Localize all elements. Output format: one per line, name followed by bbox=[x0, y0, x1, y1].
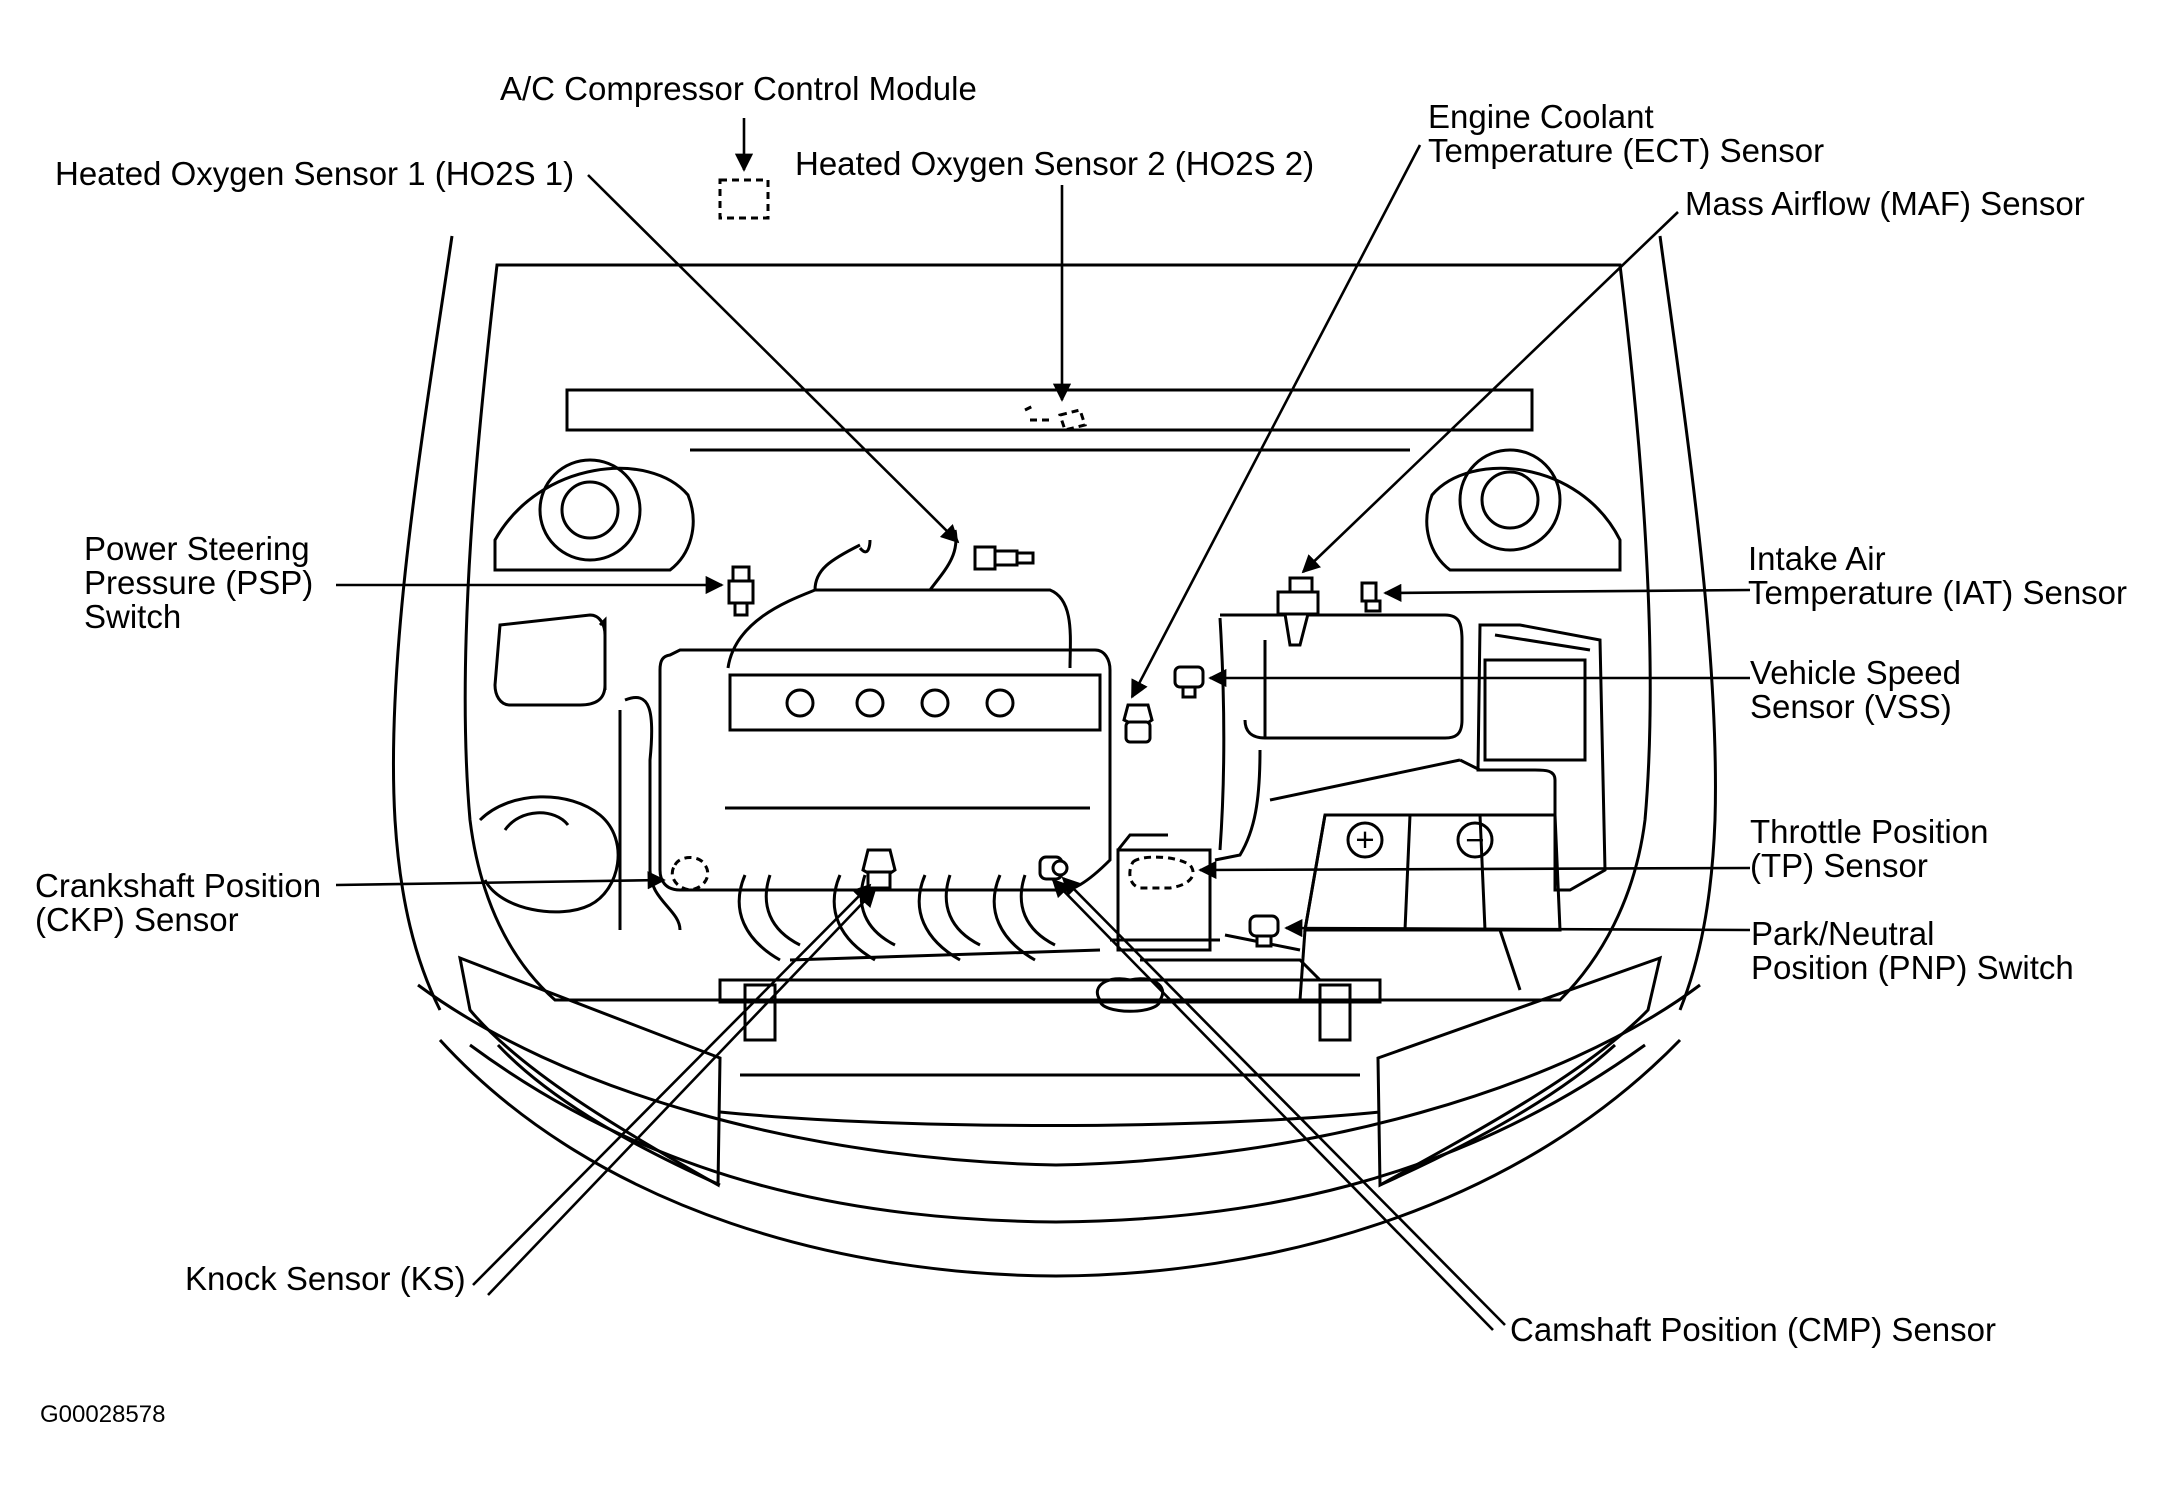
ect-sensor-symbol bbox=[1122, 703, 1154, 744]
psp-switch-symbol bbox=[727, 565, 755, 617]
left-strut-tower bbox=[493, 458, 695, 572]
air-cleaner-housing bbox=[1218, 613, 1464, 851]
left-headlight-detail bbox=[496, 1043, 721, 1187]
radiator-support bbox=[718, 958, 1382, 1042]
label-ac-module: A/C Compressor Control Module bbox=[500, 70, 977, 107]
label-psp-line2: Pressure (PSP) bbox=[84, 564, 313, 601]
label-vss-line1: Vehicle Speed bbox=[1750, 654, 1961, 691]
ect-leader bbox=[1130, 144, 1422, 699]
iat-sensor-symbol bbox=[1360, 581, 1382, 613]
cmp-sensor-symbol bbox=[1038, 855, 1069, 881]
label-vss-line2: Sensor (VSS) bbox=[1750, 688, 1952, 725]
label-ks: Knock Sensor (KS) bbox=[185, 1260, 466, 1297]
iat-leader bbox=[1383, 583, 1751, 602]
ckp-leader bbox=[335, 871, 666, 890]
ks-leader-b bbox=[487, 888, 877, 1296]
label-ect-line2: Temperature (ECT) Sensor bbox=[1428, 132, 1824, 169]
tp-leader bbox=[1198, 860, 1751, 880]
fuse-relay-box bbox=[1269, 623, 1607, 892]
right-fender-line bbox=[1658, 235, 1717, 1011]
ho2s1-sensor-symbol bbox=[973, 545, 1035, 571]
ho2s1-leader bbox=[587, 174, 960, 544]
label-ckp-line2: (CKP) Sensor bbox=[35, 901, 239, 938]
left-fluid-reservoir bbox=[478, 613, 682, 931]
cmp-leader-b bbox=[1051, 878, 1494, 1331]
left-headlight bbox=[458, 955, 722, 1188]
label-maf: Mass Airflow (MAF) Sensor bbox=[1685, 185, 2085, 222]
engine-compartment-outline bbox=[463, 263, 1652, 1002]
labels: A/C Compressor Control Module Heated Oxy… bbox=[35, 70, 2127, 1428]
ckp-sensor-symbol bbox=[670, 856, 710, 892]
maf-leader bbox=[1301, 211, 1679, 574]
cowl-box bbox=[565, 388, 1534, 432]
right-strut-tower bbox=[1425, 448, 1622, 572]
label-cmp: Camshaft Position (CMP) Sensor bbox=[1510, 1311, 1996, 1348]
battery-positive-symbol: + bbox=[1355, 821, 1374, 858]
engine-block bbox=[658, 529, 1112, 962]
battery-positive-terminal bbox=[1346, 821, 1384, 859]
label-iat-line2: Temperature (IAT) Sensor bbox=[1748, 574, 2127, 611]
ho2s2-sensor-symbol bbox=[1024, 403, 1087, 432]
right-headlight-detail bbox=[1379, 1043, 1617, 1187]
knock-sensor-symbol bbox=[861, 848, 897, 890]
ac-compressor-control-module-symbol bbox=[718, 178, 770, 220]
battery-negative-symbol: − bbox=[1465, 821, 1484, 858]
label-pnp-line2: Position (PNP) Switch bbox=[1751, 949, 2074, 986]
tp-sensor-symbol bbox=[1128, 855, 1195, 890]
label-tp-line2: (TP) Sensor bbox=[1750, 847, 1928, 884]
bumper-top-curve bbox=[417, 983, 1701, 1167]
label-ckp-line1: Crankshaft Position bbox=[35, 867, 321, 904]
label-psp-line3: Switch bbox=[84, 598, 181, 635]
label-ho2s1: Heated Oxygen Sensor 1 (HO2S 1) bbox=[55, 155, 574, 192]
radiator-cap bbox=[1096, 977, 1164, 1013]
cmp-leader-a bbox=[1061, 876, 1506, 1326]
vss-sensor-symbol bbox=[1173, 665, 1205, 699]
label-ect-line1: Engine Coolant bbox=[1428, 98, 1654, 135]
bumper-mid-curve bbox=[469, 1043, 1646, 1224]
ks-leader-a bbox=[472, 883, 872, 1286]
figure-code: G00028578 bbox=[40, 1401, 165, 1428]
bumper-lower-curve bbox=[438, 1038, 1682, 1278]
label-ho2s2: Heated Oxygen Sensor 2 (HO2S 2) bbox=[795, 145, 1314, 182]
leader-lines bbox=[335, 118, 1751, 1331]
valve-cover bbox=[728, 673, 1102, 732]
label-psp-line1: Power Steering bbox=[84, 530, 310, 567]
label-iat-line1: Intake Air bbox=[1748, 540, 1886, 577]
label-tp-line1: Throttle Position bbox=[1750, 813, 1988, 850]
throttle-body-box bbox=[1116, 833, 1212, 952]
label-pnp-line1: Park/Neutral bbox=[1751, 915, 1934, 952]
cowl-panel bbox=[565, 388, 1534, 452]
pnp-leader bbox=[1284, 918, 1751, 938]
left-fender-line bbox=[391, 235, 454, 1011]
car-body-outline bbox=[391, 235, 1717, 1278]
battery-negative-terminal bbox=[1456, 821, 1494, 859]
pnp-switch-symbol bbox=[1248, 914, 1280, 948]
right-headlight bbox=[1376, 955, 1663, 1188]
grille-lower-line bbox=[719, 1110, 1381, 1127]
battery: + − bbox=[1298, 813, 1562, 1001]
maf-sensor-symbol bbox=[1276, 576, 1320, 647]
